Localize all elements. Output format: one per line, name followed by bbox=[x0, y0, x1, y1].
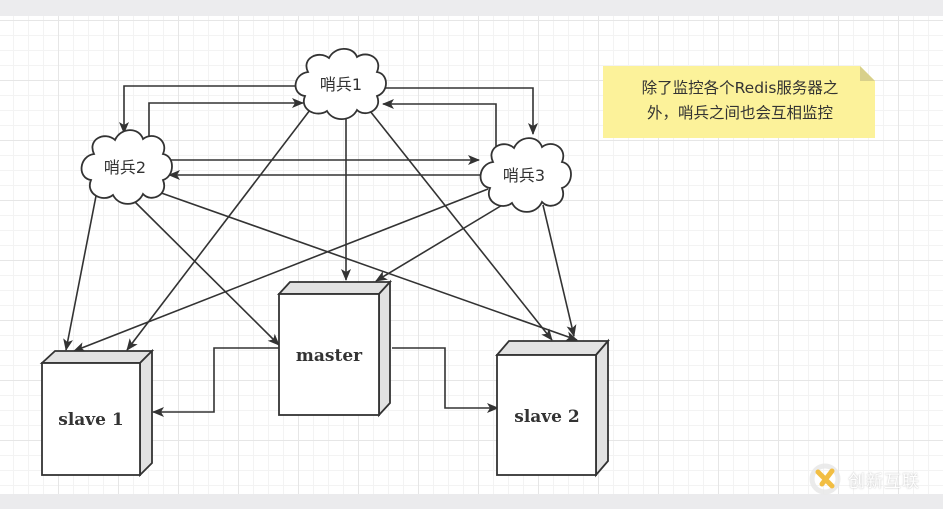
edge-s1-to-s3 bbox=[384, 87, 538, 135]
sentinel-2-label: 哨兵2 bbox=[104, 158, 146, 177]
edge-s1-to-slave1 bbox=[126, 109, 311, 351]
sentinel-2-cloud[interactable]: 哨兵2 bbox=[80, 129, 173, 205]
edge-s3-to-master bbox=[375, 203, 505, 282]
edge-s3-to-s1 bbox=[382, 99, 497, 148]
server-master-label: master bbox=[296, 346, 363, 366]
server-slave1[interactable]: slave 1 bbox=[39, 348, 155, 478]
edge-master-to-slave2 bbox=[392, 347, 499, 413]
edge-s3-to-slave2 bbox=[542, 204, 577, 337]
sentinel-3-cloud[interactable]: 哨兵3 bbox=[479, 137, 572, 213]
bottom-bar bbox=[0, 494, 943, 509]
edge-s2-to-master bbox=[131, 198, 280, 346]
edge-s3-to-slave1 bbox=[73, 188, 489, 352]
server-slave2-label: slave 2 bbox=[514, 407, 580, 427]
watermark-text: 创新互联 bbox=[848, 471, 920, 492]
sentinel-3-label: 哨兵3 bbox=[503, 166, 545, 185]
edge-master-to-slave1 bbox=[152, 347, 280, 417]
sentinel-1-label: 哨兵1 bbox=[320, 75, 362, 94]
edge-s2-to-s1 bbox=[148, 98, 304, 139]
sticky-note: 除了监控各个Redis服务器之外，哨兵之间也会互相监控 bbox=[603, 66, 875, 138]
edge-s2-to-slave1 bbox=[63, 195, 97, 351]
sentinel-1-cloud[interactable]: 哨兵1 bbox=[294, 47, 387, 121]
server-slave2[interactable]: slave 2 bbox=[495, 338, 610, 478]
edge-s1-to-s2 bbox=[119, 85, 296, 134]
watermark: 创新互联 bbox=[808, 462, 940, 496]
note-shape bbox=[603, 66, 875, 138]
edge-s1-to-slave2 bbox=[369, 110, 553, 341]
edge-s2-to-slave2 bbox=[149, 188, 578, 342]
note-text: 除了监控各个Redis服务器之外，哨兵之间也会互相监控 bbox=[641, 79, 839, 122]
server-master[interactable]: master bbox=[276, 279, 393, 418]
chuangxin-logo-icon bbox=[809, 463, 841, 495]
server-slave1-label: slave 1 bbox=[58, 410, 124, 430]
